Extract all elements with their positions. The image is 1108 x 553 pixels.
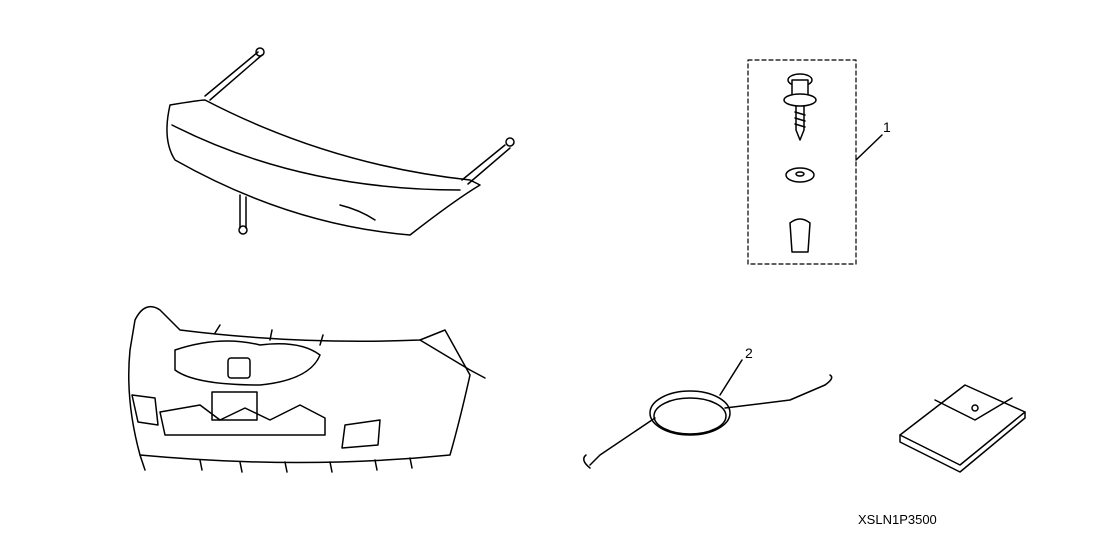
front-end-mask-part [128, 305, 486, 473]
cable-part [583, 359, 833, 469]
callout-2: 2 [745, 345, 753, 361]
diagram-code: XSLN1P3500 [858, 512, 937, 527]
instruction-envelope-part [899, 384, 1026, 473]
hood-protector-part [166, 47, 515, 236]
fastener-kit-part [747, 59, 883, 265]
callout-1: 1 [883, 119, 891, 135]
